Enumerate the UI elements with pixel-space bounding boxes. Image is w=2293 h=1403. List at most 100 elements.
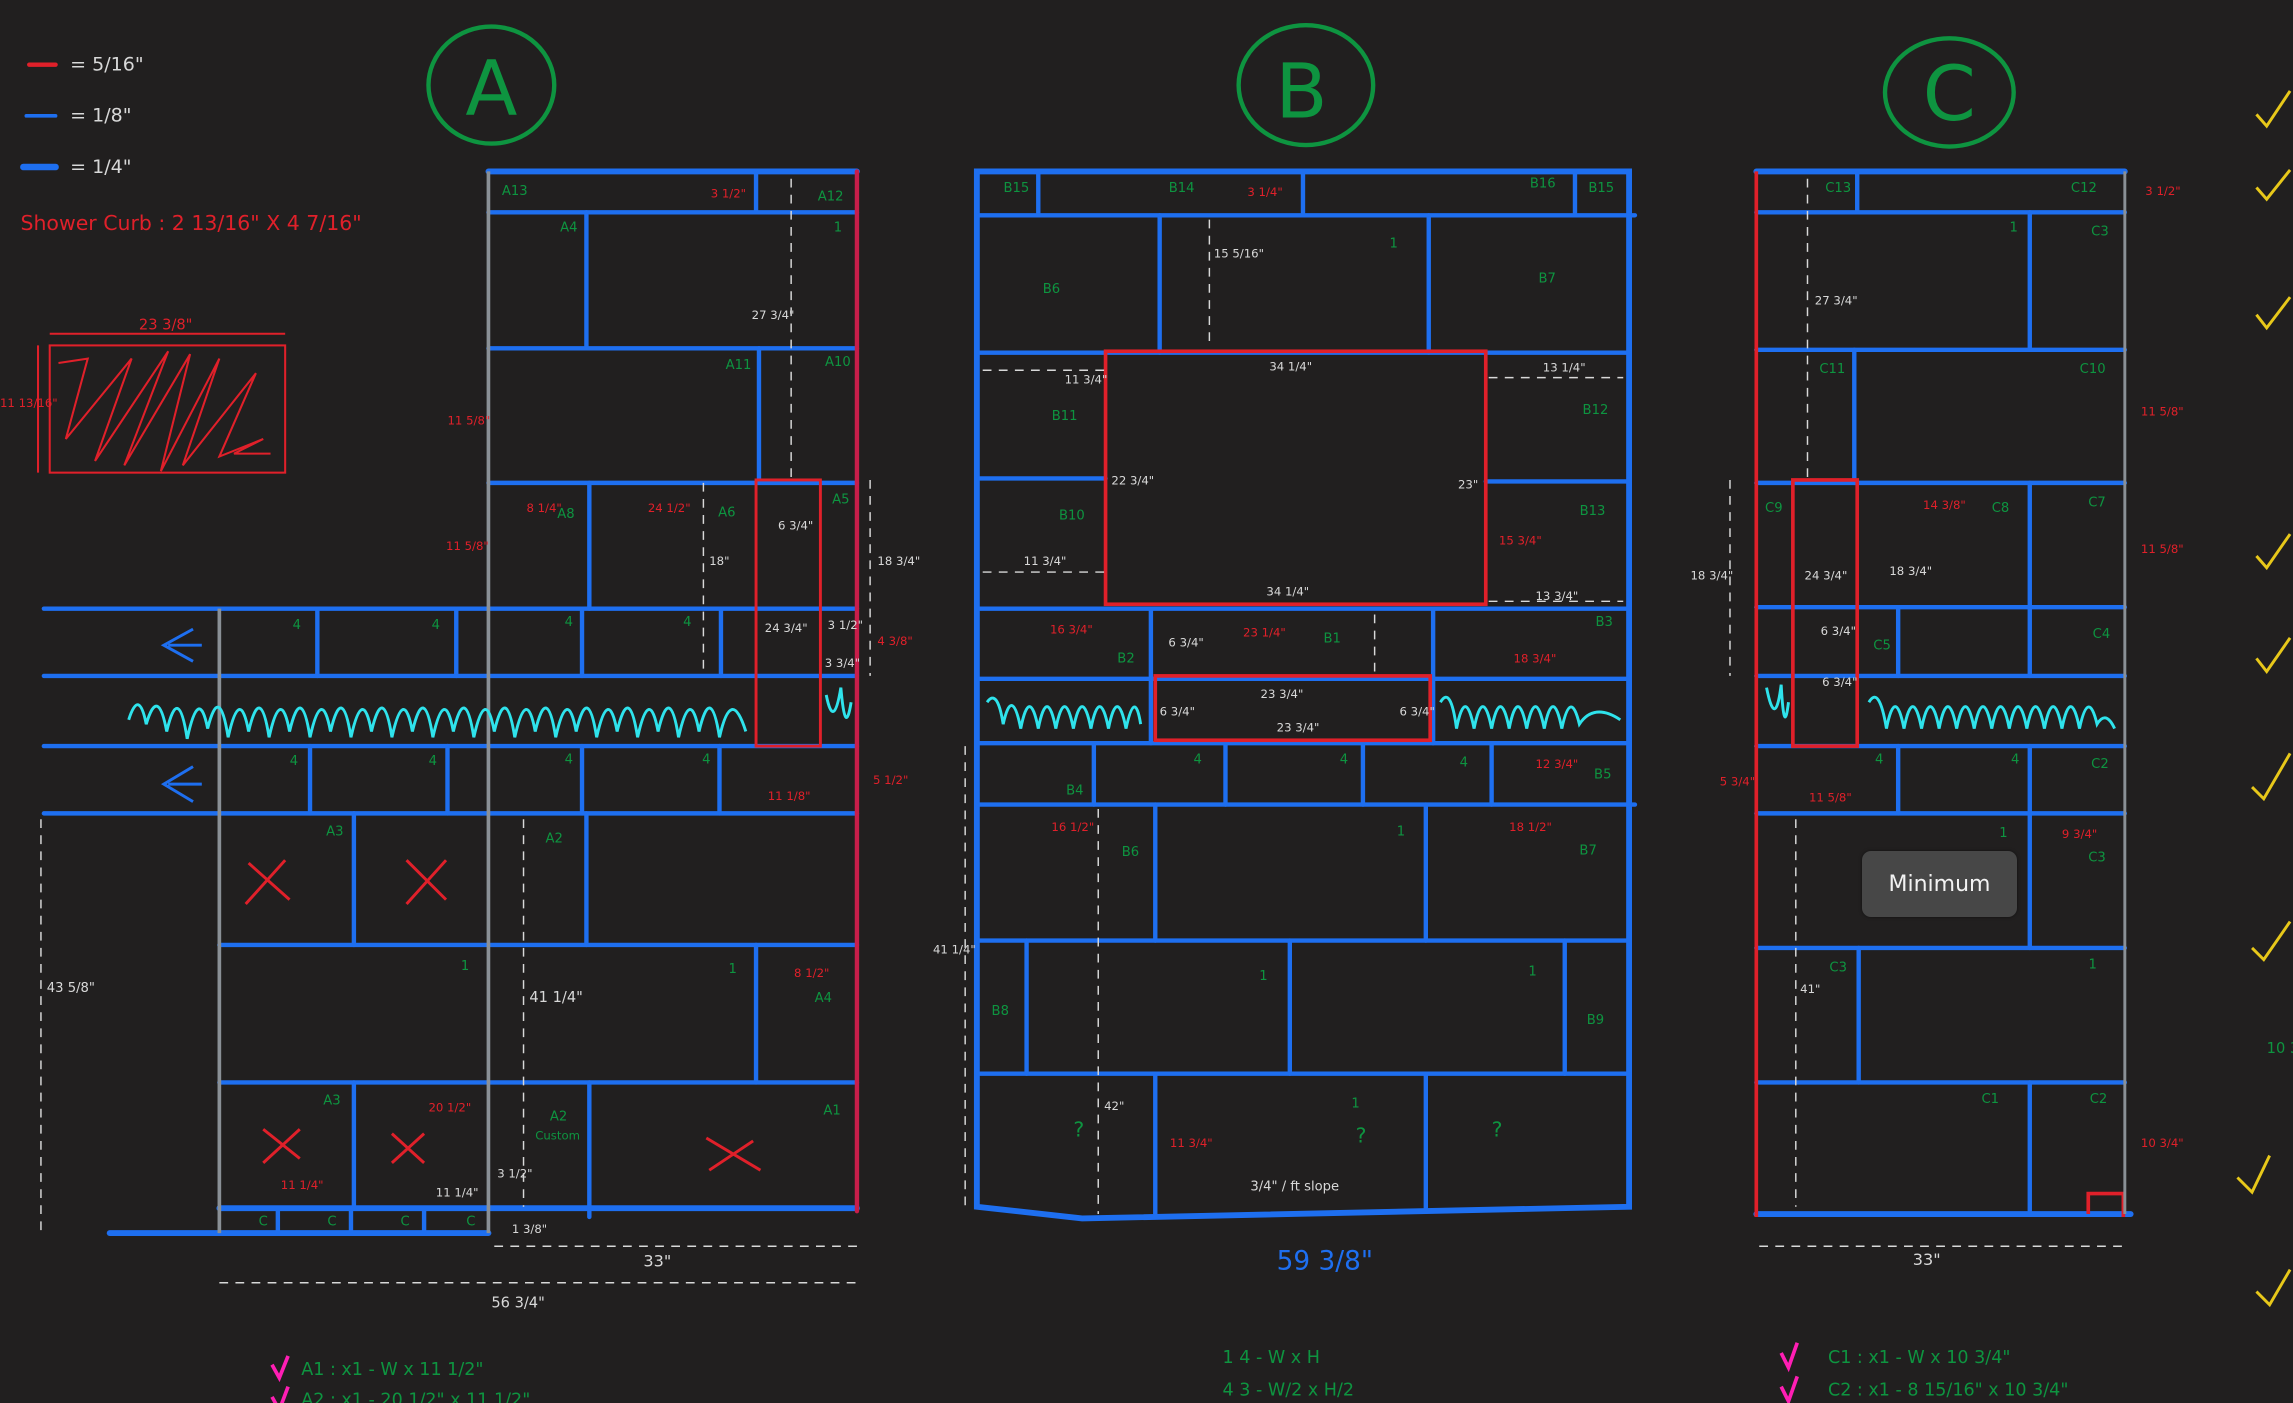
tile-labels-c: C13 C12 1 C3 C11 C10 C9 C8 C7 C5 C4 4 4 … [1765, 181, 2110, 1107]
panel-b-title: B [1275, 46, 1327, 135]
tile-label: B9 [1587, 1013, 1604, 1028]
tile-label: A3 [323, 1093, 340, 1108]
tile-label: 1 [2088, 957, 2096, 972]
note-a2: A2 : x1 - 20 1/2" x 11 1/2" [301, 1391, 530, 1403]
tile-label: B11 [1052, 409, 1078, 424]
tile-label: C [327, 1215, 336, 1230]
tile-label: C12 [2071, 181, 2097, 196]
panel-c-width: 33" [1913, 1250, 1941, 1269]
panel-b-niches [1103, 349, 1488, 743]
tile-label: B14 [1169, 181, 1195, 196]
tile-label: B15 [1588, 181, 1614, 196]
panel-a-total-width: 56 3/4" [491, 1295, 544, 1312]
dimension: Custom [535, 1128, 580, 1142]
dimension: 11 3/4" [1170, 1136, 1213, 1150]
dimension: 24 1/2" [648, 501, 691, 515]
panel-a-arrows [160, 627, 202, 803]
tile-label: B7 [1538, 272, 1555, 287]
panel-c-height: 41" [1800, 982, 1820, 996]
panel-a-height: 41 1/4" [529, 989, 582, 1006]
dimension: 3 3/4" [825, 656, 860, 670]
dimension: 42" [1104, 1099, 1124, 1113]
tile-label: B10 [1059, 508, 1085, 523]
tile-label: B7 [1579, 843, 1596, 858]
panel-c-grid [1753, 168, 2134, 1217]
panel-b-dashed [964, 219, 1624, 1215]
tile-label: 4 [1460, 756, 1468, 771]
dimension: 15 5/16" [1214, 247, 1264, 261]
tile-label: A1 [823, 1104, 840, 1119]
tile-label: A2 [546, 832, 563, 847]
tile-label: C5 [1873, 639, 1891, 654]
panel-b-height: 41 1/4" [933, 943, 976, 957]
dimension: 3 1/2" [2145, 184, 2180, 198]
curb-width: 23 3/8" [139, 316, 192, 333]
tile-label: C [466, 1215, 475, 1230]
panel-c-title: C [1923, 49, 1976, 138]
tile-label: B12 [1583, 403, 1609, 418]
dimension: 6 3/4" [778, 519, 813, 533]
dimension: 24 3/4" [1805, 568, 1848, 582]
dimension: 8 1/4" [526, 501, 561, 515]
dimension: ? [1073, 1118, 1084, 1142]
check-icon [1779, 1342, 1799, 1373]
tile-label: C3 [1829, 960, 1847, 975]
tile-label: 1 [728, 962, 736, 977]
shower-curb-sketch: 23 3/8" 11 13/16" [0, 316, 287, 474]
tile-label: A10 [825, 355, 851, 370]
panel-c-dashed [1729, 178, 2125, 1247]
tile-label: C2 [2090, 1092, 2108, 1107]
tile-label: B16 [1530, 176, 1556, 191]
tile-label: 1 [1351, 1096, 1359, 1111]
tile-label: B13 [1580, 504, 1606, 519]
dimension: 3 1/2" [497, 1167, 532, 1181]
bottom-notes: A1 : x1 - W x 11 1/2" A2 : x1 - 20 1/2" … [270, 1342, 2068, 1403]
panel-a-title: A [465, 43, 517, 132]
dimension: 8 1/2" [794, 966, 829, 980]
tile-label: 1 [834, 220, 842, 235]
tile-label: 4 [429, 754, 437, 769]
dimension: 20 1/2" [428, 1101, 471, 1115]
legend-item-blue-thin: = 1/8" [70, 105, 131, 127]
checkmarks [2236, 90, 2292, 1308]
dimension: 11 3/4" [1024, 554, 1067, 568]
tile-label: A2 [550, 1109, 567, 1124]
dimension: 11 1/4" [436, 1186, 479, 1200]
panel-a-left-height: 43 5/8" [47, 981, 95, 996]
panel-a-walls [217, 171, 491, 1234]
panel-c-red [1754, 171, 2126, 1217]
dimension: 4 3/8" [877, 634, 912, 648]
dimension: 11 5/8" [2141, 542, 2184, 556]
tile-label: B6 [1122, 845, 1139, 860]
dimension: 6 3/4" [1822, 675, 1857, 689]
tile-labels-b: B15 B14 B16 B15 B6 1 B7 B11 B10 B12 B13 … [992, 176, 1615, 1111]
check-icon [270, 1355, 290, 1383]
dimension: 27 3/4" [1815, 293, 1858, 307]
panel-b-grid [973, 168, 1638, 1222]
tile-label: 1 [1259, 969, 1267, 984]
tile-label: B8 [992, 1004, 1009, 1019]
tile-label: 1 [1389, 236, 1397, 251]
legend-item-blue-thick: = 1/4" [70, 156, 131, 178]
dimension: 23" [1458, 478, 1478, 492]
legend: = 5/16" = 1/8" = 1/4" Shower Curb : 2 13… [20, 53, 362, 235]
tile-label: B3 [1596, 615, 1613, 630]
tile-label: 4 [1340, 753, 1348, 768]
note-a1: A1 : x1 - W x 11 1/2" [301, 1360, 483, 1380]
tile-label: C8 [1992, 501, 2010, 516]
tile-label: 1 [461, 959, 469, 974]
tile-label: 1 [2009, 220, 2017, 235]
tile-labels-a: A13 A12 A4 1 A11 A10 A8 A6 A5 4 4 4 4 4 … [259, 184, 851, 1230]
panel-b-total-width: 59 3/8" [1277, 1247, 1373, 1277]
dimension: 18 1/2" [1509, 820, 1552, 834]
legend-item-red: = 5/16" [70, 53, 143, 75]
tile-label: C9 [1765, 501, 1783, 516]
note-b2: 4 3 - W/2 x H/2 [1223, 1380, 1355, 1400]
panel-a-grid [41, 168, 860, 1236]
panel-a-red-marks [244, 478, 822, 1172]
tile-label: B5 [1594, 767, 1611, 782]
note-b1: 1 4 - W x H [1223, 1348, 1320, 1368]
dimension: 11 1/4" [281, 1178, 324, 1192]
dimension: 24 3/4" [765, 621, 808, 635]
